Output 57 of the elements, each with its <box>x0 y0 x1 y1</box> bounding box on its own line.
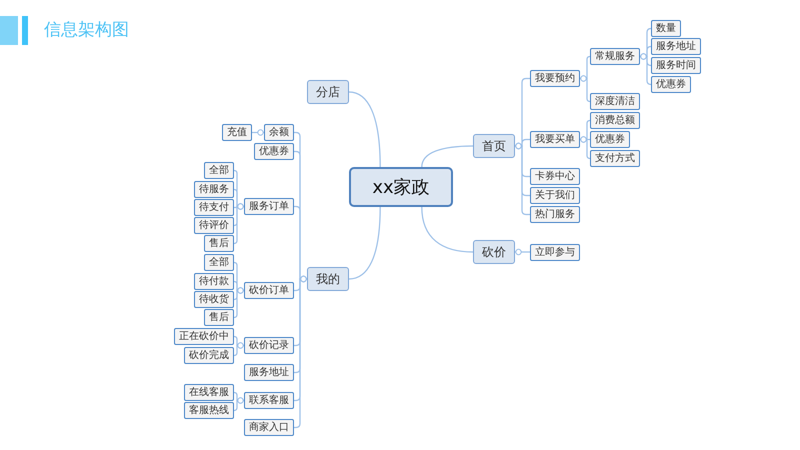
connector-line <box>233 203 244 244</box>
connector-line <box>348 206 381 280</box>
subtopic-box: 砍价订单 <box>244 282 294 299</box>
subtopic-box: 在线客服 <box>184 384 234 401</box>
subtopic-box: 服务地址 <box>244 364 294 381</box>
connector-line <box>421 145 474 168</box>
main-topic-box: 分店 <box>307 80 349 104</box>
subtopic-box: 服务地址 <box>651 38 701 55</box>
subtopic-box: 服务时间 <box>651 57 701 74</box>
subtopic-box: 全部 <box>204 162 234 179</box>
central-topic-box: xx家政 <box>349 167 453 207</box>
subtopic-box: 优惠券 <box>590 131 630 148</box>
subtopic-box: 客服热线 <box>184 402 234 419</box>
connector-line <box>515 248 530 256</box>
main-topic-box: 我的 <box>307 267 349 291</box>
subtopic-box: 我要买单 <box>530 131 580 148</box>
subtopic-box: 消费总额 <box>590 112 640 129</box>
subtopic-box: 深度清洁 <box>590 93 640 110</box>
page-title: 信息架构图 <box>44 19 129 41</box>
subtopic-box: 正在砍价中 <box>174 328 234 345</box>
connector-line <box>233 397 244 412</box>
subtopic-box: 待服务 <box>194 181 234 198</box>
main-topic-box: 砍价 <box>473 240 515 264</box>
subtopic-box: 售后 <box>204 235 234 252</box>
subtopic-box: 余额 <box>264 124 294 141</box>
subtopic-box: 待付款 <box>194 273 234 290</box>
connector-line <box>233 287 244 318</box>
subtopic-box: 砍价记录 <box>244 337 294 354</box>
subtopic-box: 联系客服 <box>244 392 294 409</box>
subtopic-box: 售后 <box>204 309 234 326</box>
subtopic-box: 支付方式 <box>590 150 640 167</box>
subtopic-box: 卡券中心 <box>530 168 580 185</box>
subtopic-box: 砍价完成 <box>184 347 234 364</box>
connector-line <box>640 53 652 86</box>
connector-line <box>580 75 591 102</box>
connector-line <box>421 206 474 253</box>
subtopic-box: 商家入口 <box>244 419 294 436</box>
subtopic-box: 待收货 <box>194 291 234 308</box>
subtopic-box: 立即参与 <box>530 244 580 261</box>
connector-line <box>233 342 244 356</box>
subtopic-box: 待支付 <box>194 199 234 216</box>
subtopic-box: 全部 <box>204 254 234 271</box>
subtopic-box: 关于我们 <box>530 187 580 204</box>
main-topic-box: 首页 <box>473 134 515 158</box>
connector-line <box>348 91 381 168</box>
subtopic-box: 热门服务 <box>530 206 580 223</box>
subtopic-box: 待评价 <box>194 217 234 234</box>
connector-line <box>252 129 264 136</box>
connector-line <box>515 142 530 216</box>
subtopic-box: 我要预约 <box>530 70 580 87</box>
connector-line <box>580 136 591 160</box>
subtopic-box: 服务订单 <box>244 198 294 215</box>
subtopic-box: 充值 <box>222 124 252 141</box>
subtopic-box: 数量 <box>651 20 681 37</box>
subtopic-box: 优惠券 <box>651 76 691 93</box>
subtopic-box: 常规服务 <box>590 48 640 65</box>
subtopic-box: 优惠券 <box>254 143 294 160</box>
